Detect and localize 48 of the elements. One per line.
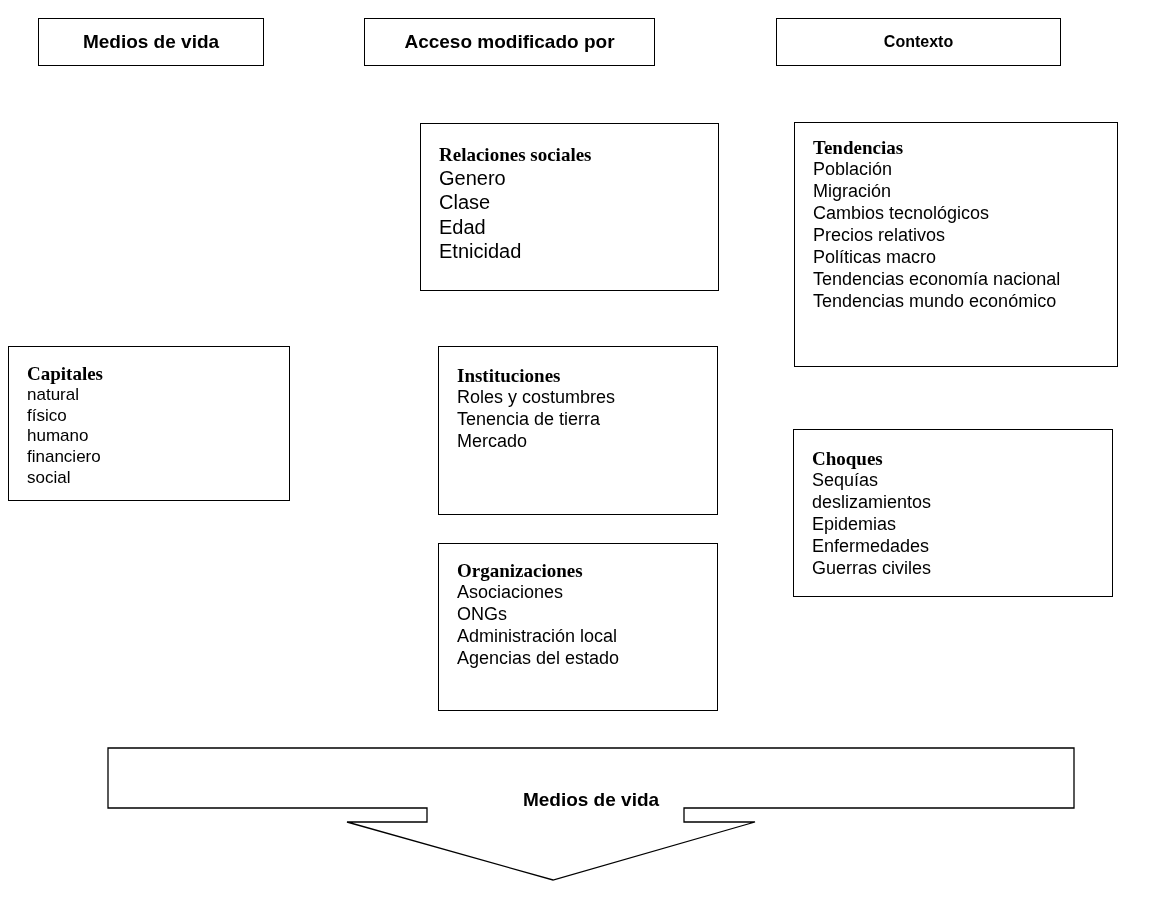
list-item: Edad — [439, 214, 487, 239]
list-item: Tenencia de tierra — [457, 408, 602, 431]
box-heading: Capitales — [27, 363, 104, 385]
header-text: Medios de vida — [82, 31, 220, 53]
list-item: Etnicidad — [439, 239, 523, 264]
list-item: ONGs — [457, 603, 508, 626]
list-item: humano — [27, 426, 90, 448]
list-item: físico — [27, 405, 68, 427]
box-heading: Tendencias — [813, 137, 905, 159]
header-box — [364, 18, 655, 66]
list-item: Precios relativos — [813, 224, 947, 247]
header-text: Contexto — [883, 33, 954, 51]
header-box — [776, 18, 1061, 66]
list-item: Migración — [813, 180, 893, 203]
list-item: social — [27, 467, 72, 489]
list-item: deslizamientos — [812, 491, 933, 514]
list-item: Tendencias economía nacional — [813, 268, 1062, 291]
list-box — [8, 346, 290, 501]
list-box — [438, 346, 718, 515]
list-box — [438, 543, 718, 711]
list-item: Genero — [439, 165, 507, 191]
down-arrow-banner — [107, 747, 1075, 881]
list-item: Clase — [439, 190, 492, 215]
list-item: Epidemias — [812, 513, 898, 536]
list-item: Asociaciones — [457, 581, 565, 604]
list-item: Tendencias mundo económico — [813, 290, 1058, 313]
list-item: financiero — [27, 447, 102, 468]
list-item: Administración local — [457, 625, 619, 648]
box-heading: Organizaciones — [457, 560, 584, 582]
header-box — [38, 18, 264, 66]
list-item: Cambios tecnológicos — [813, 202, 991, 225]
list-item: Sequías — [812, 469, 880, 492]
list-item: natural — [27, 384, 80, 406]
list-box — [793, 429, 1113, 597]
list-box — [420, 123, 719, 291]
list-item: Población — [813, 158, 894, 181]
box-heading: Relaciones sociales — [439, 144, 593, 166]
list-item: Mercado — [457, 430, 529, 453]
list-item: Guerras civiles — [812, 557, 933, 580]
list-item: Agencias del estado — [457, 647, 621, 670]
box-heading: Choques — [812, 448, 884, 470]
banner-text: Medios de vida — [521, 789, 661, 811]
list-item: Políticas macro — [813, 246, 938, 269]
list-item: Enfermedades — [812, 535, 931, 558]
header-text: Acceso modificado por — [404, 31, 615, 53]
list-box — [794, 122, 1118, 367]
list-item: Roles y costumbres — [457, 386, 617, 409]
box-heading: Instituciones — [457, 365, 562, 387]
